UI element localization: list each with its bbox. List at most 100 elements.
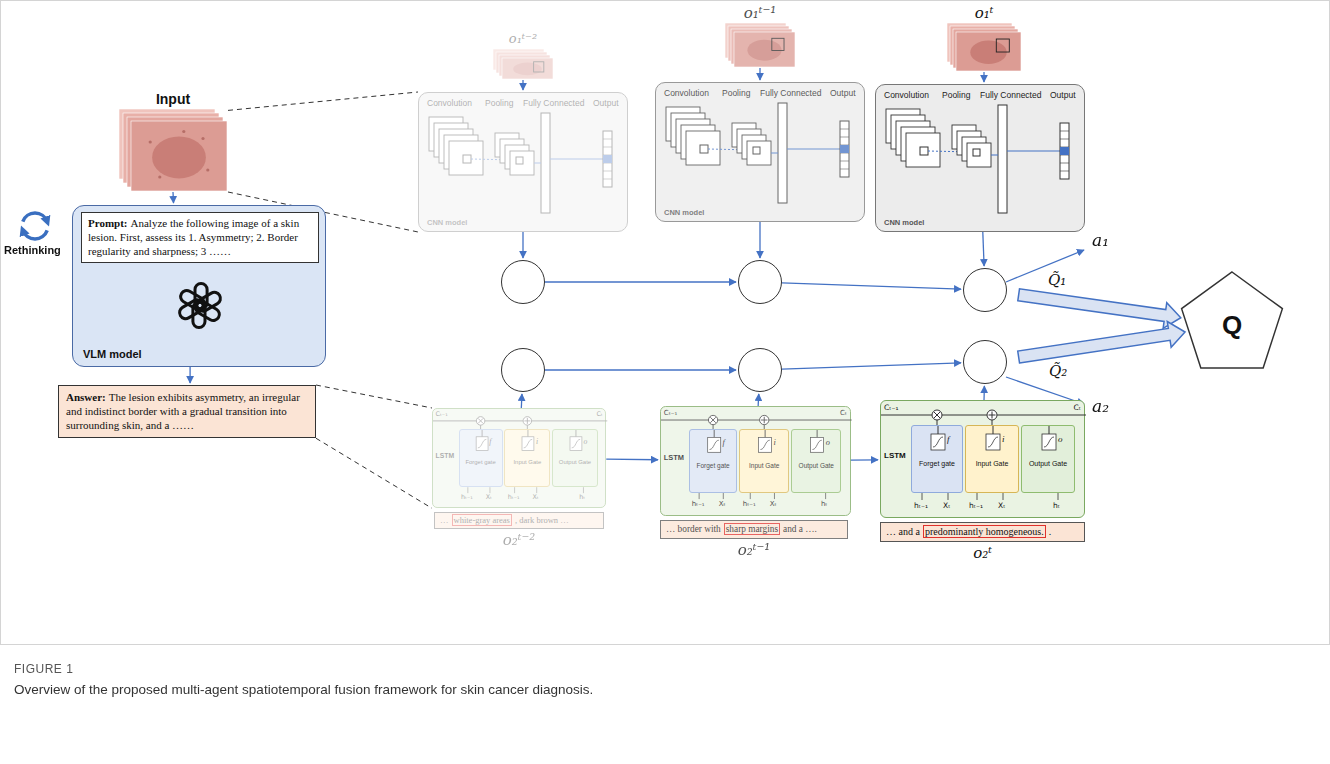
sigmoid-box [522, 437, 534, 451]
gate-box: oOutput Gate [791, 429, 841, 492]
gate-box: fForget gate [911, 425, 963, 493]
output-cell [1060, 131, 1069, 132]
sigmoid-box [931, 434, 945, 450]
figure-number: FIGURE 1 [14, 662, 73, 676]
kernel [753, 147, 760, 154]
kernel [920, 147, 928, 155]
layer-name: Convolution [664, 88, 709, 98]
signal-name: Cₜ [1074, 403, 1081, 412]
observation-label: o₂ᵗ⁻² [503, 531, 536, 549]
gate-op [476, 417, 485, 426]
lstm-internals [661, 415, 852, 499]
input-link [1003, 493, 1004, 500]
gate-internals [931, 426, 945, 450]
op-sign [710, 417, 716, 423]
layer-link [1007, 151, 1060, 152]
gate-internals [570, 430, 582, 450]
skin-speck [158, 175, 161, 178]
gate-name: Output Gate [1022, 460, 1074, 468]
text-fragment: … border with [666, 524, 721, 534]
output-cell [1060, 163, 1069, 164]
kernel [516, 157, 523, 164]
op-sign [524, 418, 530, 424]
input-link [536, 487, 537, 493]
gate-box: iInput Gate [739, 429, 789, 492]
lstm-internals [433, 417, 607, 494]
signal-name: hₜ₋₁ [461, 494, 473, 502]
img-illustration [724, 22, 796, 68]
output-active [840, 145, 849, 153]
state-circle [963, 340, 1007, 384]
fc-layer [778, 103, 787, 203]
highlighted-phrase: sharp margins [724, 523, 780, 535]
frame-label: o₁ᵗ⁻¹ [724, 4, 796, 22]
output-cell [603, 179, 612, 180]
signal-name: Cₜ₋₁ [884, 403, 898, 412]
sigmoid-box [759, 438, 772, 453]
conv-map [686, 131, 720, 165]
gate-name: Forget gate [460, 459, 502, 466]
signal-name: hₜ₋₁ [969, 501, 983, 510]
q-label: Q [1178, 312, 1286, 338]
gate-symbol: i [536, 438, 538, 446]
state-circle [738, 260, 782, 304]
signal-name: Cₜ [596, 411, 602, 419]
figure-caption: Overview of the proposed multi-agent spa… [14, 682, 1314, 697]
model-name: CNN model [664, 208, 704, 217]
input-link [489, 487, 490, 493]
gate-internals [1042, 426, 1056, 450]
zoom-line [316, 438, 432, 508]
image-frame [502, 58, 553, 79]
gate-op [708, 415, 717, 424]
output-layer [603, 131, 612, 187]
lstm-box: Cₜ₋₁CₜLSTMhₜ₋₁Xₜhₜ₋₁XₜhₜfForget gateiInp… [432, 408, 606, 508]
output-active [603, 155, 612, 163]
signal-name: Xₜ [998, 501, 1005, 510]
layer-name: Pooling [722, 88, 750, 98]
kernel [463, 155, 471, 163]
sigmoid-curve [988, 437, 998, 447]
gate-symbol: o [584, 438, 588, 446]
layer-link [771, 153, 778, 154]
state-circle [501, 260, 545, 304]
highlighted-phrase: white-gray areas [452, 514, 512, 526]
skin-speck [206, 168, 209, 171]
state-circle [738, 348, 782, 392]
img-illustration [946, 22, 1022, 72]
img-illustration [492, 48, 554, 80]
text-fragment: , dark brown … [515, 515, 569, 525]
patch-marker [772, 38, 784, 50]
lesion [152, 136, 206, 178]
layer-name: Convolution [427, 98, 472, 108]
sigmoid-curve [761, 441, 770, 450]
gate-link [575, 430, 576, 437]
text-box: … and apredominantly homogeneous..o₂ᵗ [880, 522, 1085, 542]
flow-arrow [522, 232, 523, 258]
flow-arrow [782, 283, 961, 289]
flow-arrow [172, 192, 174, 203]
signal-name: hₜ [821, 500, 827, 508]
zoom-line [316, 385, 432, 408]
signal-name: hₜ [1053, 501, 1060, 510]
signal-name: Xₜ [486, 494, 492, 502]
output-cell [840, 137, 849, 138]
text-fragment: … and a [886, 526, 920, 537]
frame-label: o₁ᵗ⁻² [492, 30, 554, 48]
cnn-illustration [656, 83, 866, 223]
prompt-heading: Prompt: [88, 217, 128, 229]
signal-name: Xₜ [943, 501, 950, 510]
input-link [977, 493, 978, 500]
op-sign [761, 417, 768, 424]
frame-stack: o₁ᵗ [946, 4, 1022, 72]
input-image: Input [118, 90, 228, 192]
gate-box: iInput Gate [965, 425, 1019, 493]
value-arrow [1018, 289, 1181, 329]
output-cell [1060, 171, 1069, 172]
layer-name: Fully Connected [760, 88, 821, 98]
kernel [700, 145, 708, 153]
output-cell [603, 139, 612, 140]
signal-name: hₜ [579, 494, 585, 502]
vlm-logo [177, 284, 222, 328]
